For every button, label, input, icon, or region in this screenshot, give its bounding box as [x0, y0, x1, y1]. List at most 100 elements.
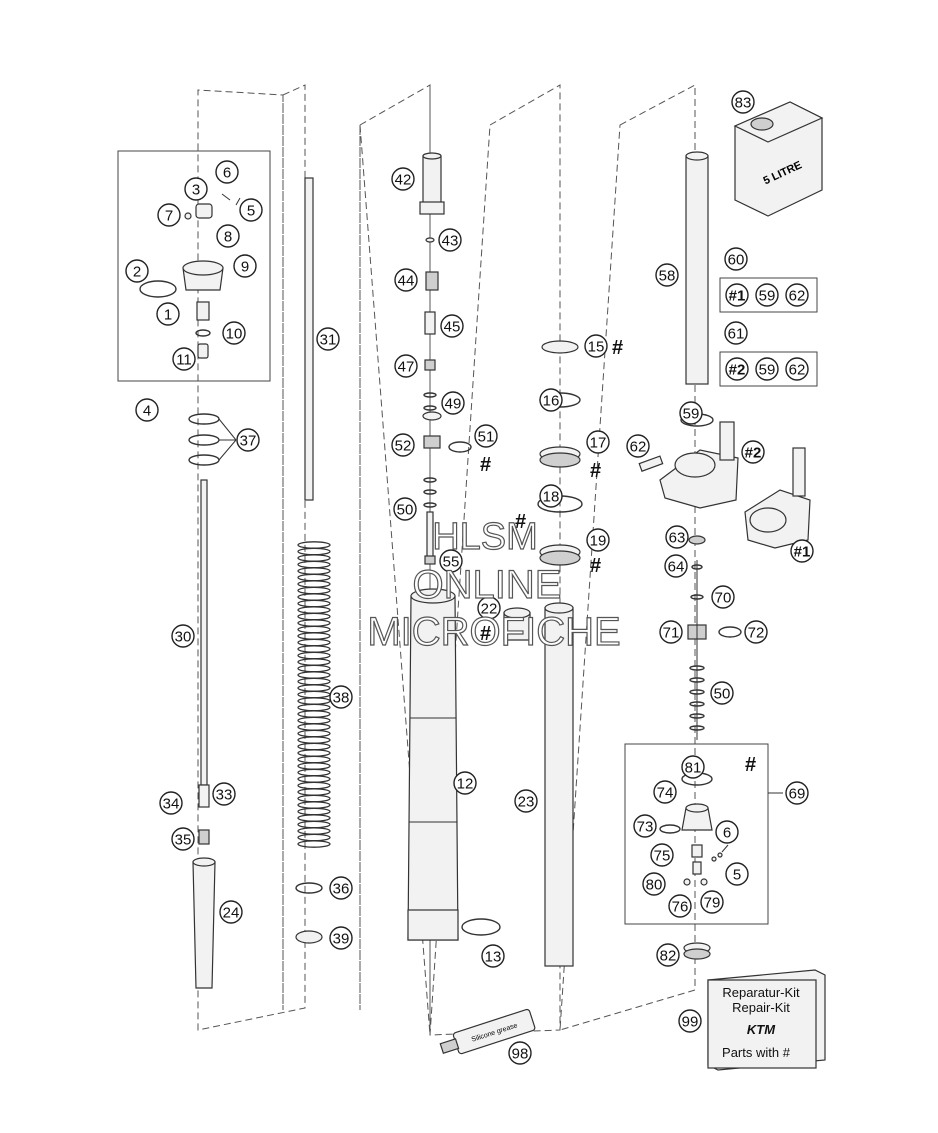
- callout-label: 42: [395, 172, 412, 189]
- callout-39: 39: [329, 926, 353, 950]
- spring-rod-31: [304, 177, 314, 501]
- callout-label: 13: [485, 949, 502, 966]
- callout-22: 22: [477, 596, 501, 620]
- watermark-line1: HLSM: [432, 516, 538, 558]
- callout-6: 6: [715, 820, 739, 844]
- callout-label: 43: [442, 233, 459, 250]
- callout-51: 51: [474, 424, 498, 448]
- callout-99: 99: [678, 1009, 702, 1033]
- callout-label: 9: [241, 259, 249, 276]
- repair-kit-99: Reparatur-Kit Repair-Kit KTM Parts with …: [707, 969, 826, 1071]
- callout-label: 60: [728, 252, 745, 269]
- callout-10: 10: [222, 321, 246, 345]
- callout-label: 45: [444, 319, 461, 336]
- callout-6: 6: [215, 160, 239, 184]
- kit-item-label: #1: [729, 288, 746, 305]
- callout-label: 10: [226, 326, 243, 343]
- bottom-stack: [687, 535, 742, 740]
- callout-23: 23: [514, 789, 538, 813]
- callout-38: 38: [329, 685, 353, 709]
- callout-72: 72: [744, 620, 768, 644]
- top-cap-assembly: [139, 193, 241, 359]
- callout-64: 64: [664, 554, 688, 578]
- clamp-label: #2: [741, 440, 765, 464]
- clamp-label: #1: [790, 539, 814, 563]
- axle-clamps: [638, 413, 811, 549]
- callout-label: 24: [223, 905, 240, 922]
- callout-label: 4: [143, 403, 151, 420]
- bottom-valve-69: [659, 772, 729, 960]
- hash-mark: #: [590, 460, 601, 482]
- callout-label: 1: [164, 307, 172, 324]
- repair-kit-line3: Parts with #: [722, 1045, 791, 1060]
- callout-label: 50: [714, 686, 731, 703]
- callout-label: 7: [165, 208, 173, 225]
- callout-label: 18: [543, 489, 560, 506]
- callout-label: 37: [240, 433, 257, 450]
- callout-label: 76: [672, 899, 689, 916]
- callout-label: 61: [728, 326, 745, 343]
- kit-item-label: 59: [759, 362, 776, 379]
- callout-52: 52: [391, 433, 415, 457]
- inner-tube-23: [544, 602, 574, 967]
- callout-37: 37: [236, 428, 260, 452]
- callout-74: 74: [653, 780, 677, 804]
- kit-item-label: 62: [789, 288, 806, 305]
- callout-label: 73: [637, 819, 654, 836]
- callout-label: 30: [175, 629, 192, 646]
- kit-60-item: 62: [785, 283, 809, 307]
- callout-13: 13: [481, 944, 505, 968]
- callout-label: 44: [398, 273, 415, 290]
- callout-19: 19: [586, 528, 610, 552]
- callout-49: 49: [441, 391, 465, 415]
- callout-label: 69: [789, 786, 806, 803]
- callout-2: 2: [125, 259, 149, 283]
- callout-label: 62: [630, 439, 647, 456]
- watermark-line3: MICROFICHE: [367, 610, 620, 654]
- callout-73: 73: [633, 814, 657, 838]
- callout-83: 83: [731, 90, 755, 114]
- kit-60-item: 59: [755, 283, 779, 307]
- callout-label: 2: [133, 264, 141, 281]
- callout-71: 71: [659, 620, 683, 644]
- callout-label: 6: [723, 825, 731, 842]
- callout-69: 69: [785, 781, 809, 805]
- callout-label: 74: [657, 785, 674, 802]
- callout-label: 15: [588, 339, 605, 356]
- callout-label: 70: [715, 590, 732, 607]
- clamp-label-text: #2: [745, 445, 762, 462]
- washers-36-39: [295, 882, 323, 944]
- hash-mark: #: [480, 454, 491, 476]
- callout-label: 82: [660, 948, 677, 965]
- fork-tube-58: [685, 151, 709, 385]
- callout-60: 60: [724, 247, 748, 271]
- callout-11: 11: [172, 347, 196, 371]
- callout-label: 64: [668, 559, 685, 576]
- kit-61-item: #2: [725, 357, 749, 381]
- oil-can-83: 5 LITRE: [733, 101, 824, 217]
- callout-50: 50: [710, 681, 734, 705]
- callout-42: 42: [391, 167, 415, 191]
- hash-mark: #: [612, 337, 623, 359]
- oring-13: [461, 918, 501, 936]
- callout-label: 6: [223, 165, 231, 182]
- callout-55: 55: [439, 549, 463, 573]
- callout-5: 5: [239, 198, 263, 222]
- callout-30: 30: [171, 624, 195, 648]
- callout-80: 80: [642, 872, 666, 896]
- callout-43: 43: [438, 228, 462, 252]
- callout-label: 11: [176, 352, 192, 369]
- callout-label: 35: [175, 832, 192, 849]
- callout-label: 72: [748, 625, 765, 642]
- repair-kit-brand: KTM: [747, 1022, 776, 1037]
- callout-9: 9: [233, 254, 257, 278]
- callout-44: 44: [394, 268, 418, 292]
- watermark-line2: ONLINE: [413, 563, 562, 607]
- callout-label: 55: [443, 554, 460, 571]
- callout-81: 81: [681, 755, 705, 779]
- callout-4: 4: [135, 398, 159, 422]
- callout-17: 17: [586, 430, 610, 454]
- assembly-box-69: [624, 743, 769, 925]
- kit-box-61: [719, 351, 818, 387]
